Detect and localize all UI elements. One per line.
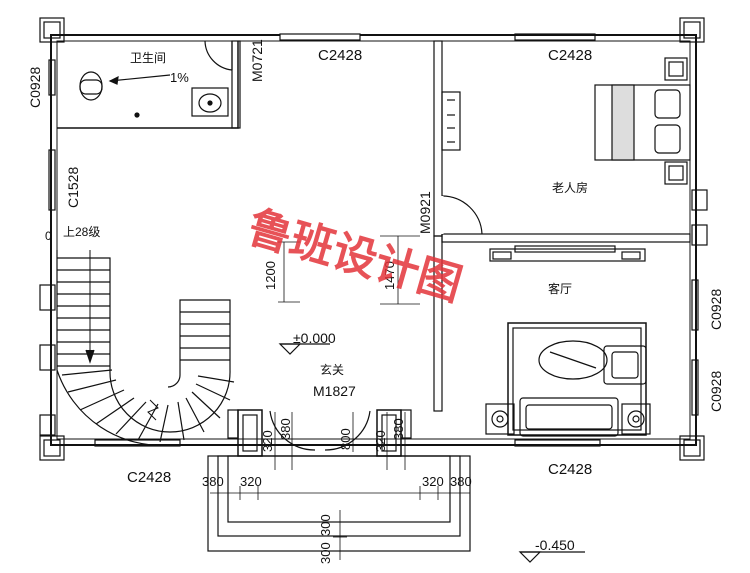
elder-door-swing: [441, 195, 483, 235]
sofa-set: [485, 322, 651, 437]
staircase: [56, 250, 235, 446]
level-label-outside: -0.450: [535, 537, 575, 553]
window-bottom-right: [514, 439, 601, 447]
center-wall-lower: [433, 235, 443, 412]
window-label-bottom-left: C2428: [127, 469, 171, 486]
room-label-living: 客厅: [548, 281, 572, 296]
step-inner: [227, 455, 451, 523]
dim-1200: 1200: [263, 261, 278, 290]
door-label-bath: M0721: [249, 39, 265, 82]
window-top-left: [279, 33, 361, 41]
bathroom-fixtures: [79, 71, 229, 118]
window-label-top-left: C2428: [318, 47, 362, 64]
dimension-lines: [210, 235, 470, 560]
corner-column: [679, 17, 705, 43]
pilaster: [39, 284, 56, 311]
dim-380-left-v: 380: [278, 418, 293, 440]
elder-room-wall: [441, 233, 691, 243]
window-label-right-bottom: C0928: [708, 371, 724, 412]
slope-label: 1%: [170, 70, 189, 85]
bath-door-swing: [204, 40, 233, 71]
dim-380-right-v: 380: [391, 418, 406, 440]
pilaster: [691, 189, 708, 211]
stairs-label: 上28级: [63, 225, 100, 239]
dim-320-left-v: 320: [260, 430, 275, 452]
dim-320-left-h: 320: [240, 474, 262, 489]
pilaster: [39, 344, 56, 371]
pilaster: [39, 414, 56, 436]
window-right-top: [691, 279, 699, 331]
porch-column-inner: [242, 414, 258, 452]
main-door-swing-right: [324, 410, 371, 451]
stairs-mark: 0: [45, 229, 52, 243]
level-label-floor: ±0.000: [293, 330, 336, 346]
room-label-entrance: 玄关: [320, 362, 344, 377]
porch-column-inner: [381, 414, 397, 452]
door-label-elder: M0921: [417, 191, 433, 234]
room-label-bathroom: 卫生间: [130, 51, 166, 65]
bed: [594, 57, 691, 185]
dim-320-right-v: 320: [373, 430, 388, 452]
corner-column-inner: [43, 439, 61, 457]
window-label-bottom-right: C2428: [548, 461, 592, 478]
window-right-bottom: [691, 359, 699, 416]
bathroom-wall-thick: [231, 40, 241, 129]
porch-column-left: [237, 409, 263, 457]
dim-300-b: 300: [318, 542, 333, 564]
outer-wall: [50, 34, 697, 446]
window-top-right: [514, 33, 596, 41]
main-door-swing-left: [269, 410, 316, 451]
pilaster: [691, 224, 708, 246]
window-left-mid: [48, 149, 56, 211]
walls: [39, 17, 708, 563]
corner-column-inner: [683, 21, 701, 39]
corner-column: [679, 435, 705, 461]
porch-wall: [400, 409, 412, 439]
dim-800: 800: [338, 428, 353, 450]
corner-column: [39, 17, 65, 43]
window-label-left-mid: C1528: [65, 167, 81, 208]
dim-300-a: 300: [318, 514, 333, 536]
porch-wall: [227, 409, 239, 439]
door-label-main: M1827: [313, 383, 356, 399]
level-marker-outside: [518, 551, 542, 563]
dim-320-right-h: 320: [422, 474, 444, 489]
window-label-left-top: C0928: [27, 67, 43, 108]
corner-column-inner: [683, 439, 701, 457]
dim-380-right-h: 380: [450, 474, 472, 489]
window-label-right-top: C0928: [708, 289, 724, 330]
corner-column: [39, 435, 65, 461]
step-mid: [217, 455, 461, 537]
corner-column-inner: [43, 21, 61, 39]
elder-cabinet: [441, 91, 461, 151]
window-left-top: [48, 59, 56, 96]
window-label-top-right: C2428: [548, 47, 592, 64]
tv-cabinet: [489, 245, 646, 262]
window-bottom-left: [94, 439, 181, 447]
room-label-elder: 老人房: [552, 180, 588, 195]
dim-380-left-h: 380: [202, 474, 224, 489]
dim-1470: 1470: [382, 261, 397, 290]
